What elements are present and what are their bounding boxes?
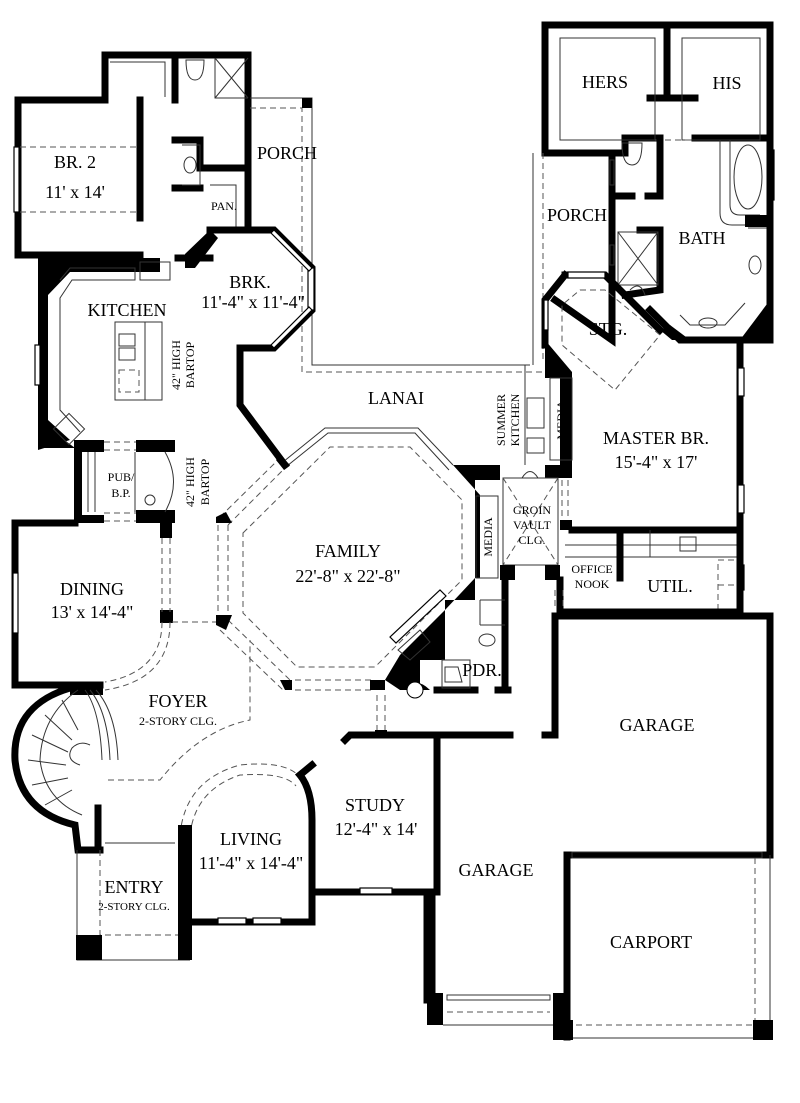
living-walls	[186, 760, 317, 926]
br2-label: BR. 2	[54, 152, 96, 172]
garage-walls	[427, 612, 774, 1041]
summer-kitchen-line2: KITCHEN	[508, 393, 522, 446]
br2-dims: 11' x 14'	[45, 182, 105, 202]
pub-walls	[74, 440, 175, 523]
master-label: MASTER BR.	[603, 428, 709, 448]
groin-vault-line3: CLG.	[519, 533, 546, 547]
left-porch	[250, 97, 545, 373]
office-nook-line2: NOOK	[575, 577, 610, 591]
study-dims: 12'-4" x 14'	[335, 819, 418, 839]
kitchen-label: KITCHEN	[88, 300, 167, 320]
groin-vault-line1: GROIN	[513, 503, 551, 517]
labels: BR. 2 11' x 14' PORCH PAN. KITCHEN 42" H…	[45, 72, 741, 952]
living-dims: 11'-4" x 14'-4"	[199, 853, 304, 873]
br2-wing-walls	[13, 51, 252, 259]
media-lower-label: MEDIA	[481, 517, 495, 557]
stair	[11, 683, 119, 854]
kitchen-bartop-line1: 42" HIGH	[169, 340, 183, 390]
porch-left-label: PORCH	[257, 143, 317, 163]
storage	[541, 270, 665, 391]
breakfast-dims: 11'-4" x 11'-4"	[201, 292, 305, 312]
kitchen-bartop-line2: BARTOP	[183, 341, 197, 388]
porch-right-label: PORCH	[547, 205, 607, 225]
lanai-label: LANAI	[368, 388, 424, 408]
hers-label: HERS	[582, 72, 628, 92]
bath-label: BATH	[678, 228, 725, 248]
pub-label-line1: PUB/	[108, 470, 135, 484]
closets	[541, 21, 774, 157]
storage-label: STG.	[589, 319, 628, 339]
utility-label: UTIL.	[647, 576, 692, 596]
family-label: FAMILY	[315, 541, 381, 561]
groin-vault-line2: VAULT	[513, 518, 552, 532]
study-label: STUDY	[345, 795, 405, 815]
dining-label: DINING	[60, 579, 124, 599]
breakfast-label: BRK.	[229, 272, 271, 292]
foyer-label: FOYER	[148, 691, 207, 711]
pantry-label: PAN.	[211, 199, 237, 213]
kitchen-walls	[34, 226, 316, 470]
media-upper-label: MEDIA	[554, 400, 568, 440]
entry-note: 2-STORY CLG.	[98, 901, 170, 913]
carport-label: CARPORT	[610, 932, 692, 952]
foyer-outline	[108, 640, 303, 836]
his-label: HIS	[712, 73, 741, 93]
garage-upper-label: GARAGE	[620, 715, 695, 735]
groin-vault	[500, 465, 572, 580]
bath-walls	[550, 134, 775, 347]
office-nook-line1: OFFICE	[571, 562, 612, 576]
dining-walls	[11, 515, 216, 695]
powder-label: PDR.	[462, 660, 502, 680]
powder-walls	[400, 576, 512, 699]
entry-walls	[76, 825, 192, 961]
garage-lower-label: GARAGE	[459, 860, 534, 880]
office-util-walls	[554, 526, 745, 616]
foyer-note: 2-STORY CLG.	[139, 714, 217, 728]
entry-label: ENTRY	[104, 877, 163, 897]
pub-bartop-line1: 42" HIGH	[183, 457, 197, 507]
living-label: LIVING	[220, 829, 282, 849]
pub-label-line2: B.P.	[111, 486, 130, 500]
family-dims: 22'-8" x 22'-8"	[295, 566, 400, 586]
master-dims: 15'-4" x 17'	[615, 452, 698, 472]
summer-kitchen-line1: SUMMER	[494, 394, 508, 446]
media-lower	[475, 495, 499, 579]
study-walls	[308, 695, 514, 1004]
dining-dims: 13' x 14'-4"	[51, 602, 134, 622]
pub-bartop-line2: BARTOP	[198, 458, 212, 505]
